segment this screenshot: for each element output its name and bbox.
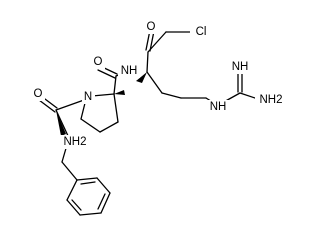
- phe-amine-label: NH2: [63, 136, 86, 148]
- bond-proline-ring-3: [80, 118, 101, 133]
- structure-diagram: O Cl NH O N O NH2 NH NH NH2: [32, 20, 287, 216]
- benzene-bond-5: [66, 199, 81, 216]
- stereo-wedge-arg: [136, 72, 147, 83]
- bond-proline-ring-2: [99, 121, 119, 133]
- benzene-bond-1: [76, 177, 98, 181]
- bond-proline-ring-1: [113, 93, 119, 123]
- benzene-ring: [66, 177, 111, 216]
- bond-sidechain-1: [161, 92, 182, 99]
- ketone-oxygen-label: O: [147, 21, 156, 33]
- atom-labels: O Cl NH O N O NH2 NH NH NH2: [32, 20, 287, 149]
- bond-alpha-sidechain: [146, 71, 163, 94]
- amide-oxygen-label: O: [94, 56, 103, 68]
- stereo-wedge-phe: [56, 110, 66, 136]
- bond-phe-double-b: [38, 99, 56, 113]
- benzene-bond-2: [96, 177, 111, 194]
- bond-phe-ring-attach: [61, 161, 78, 181]
- bond-amide-pro: [113, 75, 117, 95]
- phe-carbonyl-oxygen-label: O: [34, 88, 43, 100]
- benzene-inner-2: [97, 193, 106, 210]
- benzene-inner-3: [71, 199, 82, 211]
- bond-ketone-alpha: [146, 51, 149, 73]
- guanidine-amine-label: NH2: [259, 94, 282, 106]
- bond-layer: [38, 24, 259, 181]
- bond-phe-alpha: [55, 109, 70, 139]
- benzene-inner-1: [80, 181, 96, 185]
- benzene-bond-4: [79, 212, 102, 216]
- amide-nh-label: NH: [121, 65, 138, 77]
- guanidine-imine-label: NH: [232, 61, 249, 73]
- benzene-bond-6: [66, 179, 78, 201]
- guanidine-nh-label: NH: [210, 101, 227, 113]
- bond-amide-double-b: [97, 69, 116, 79]
- stereo-wedge-pro: [114, 90, 125, 95]
- proline-nitrogen-label: N: [84, 91, 92, 103]
- chlorine-label: Cl: [196, 26, 207, 38]
- bond-proline-ring-5: [91, 93, 115, 97]
- benzene-bond-3: [100, 192, 111, 214]
- bond-phe-carbonyl: [55, 99, 85, 111]
